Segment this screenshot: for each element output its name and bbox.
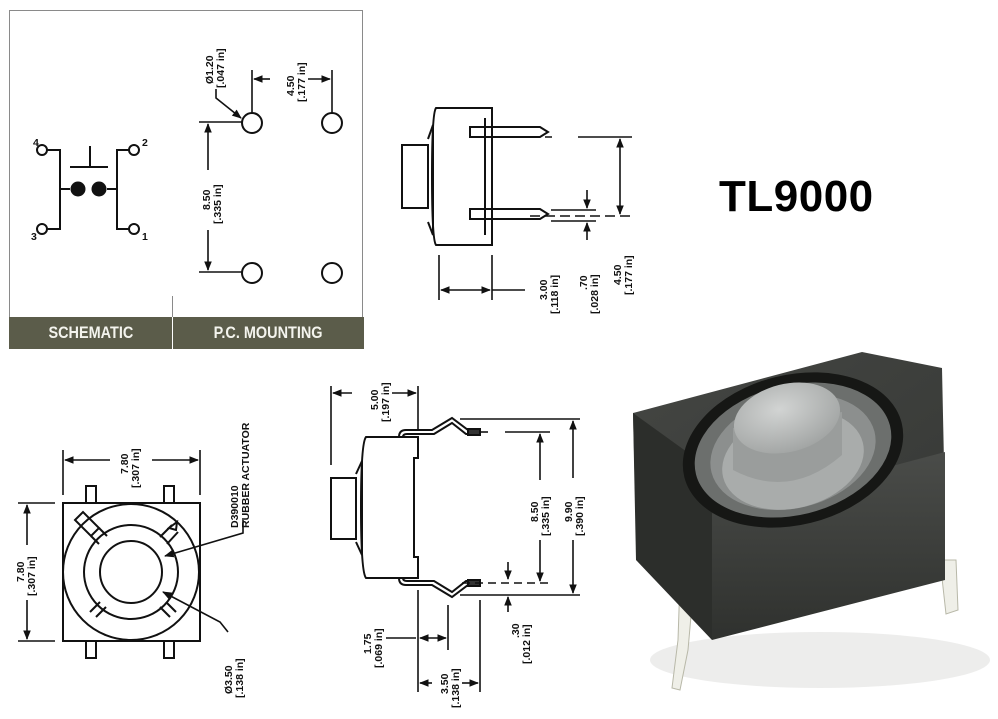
pin-thickness-in: [.028 in] xyxy=(589,274,601,314)
pin-4-number: 4 xyxy=(33,137,39,149)
hole-diameter-mm: Ø1.20 xyxy=(204,55,216,84)
pc-horizontal-spacing-in: [.177 in] xyxy=(296,62,308,102)
actuator-diameter-in: [.138 in] xyxy=(234,658,246,698)
actuator-part-number: D390010 xyxy=(229,485,241,528)
bottom-pin-spacing-in: [.335 in] xyxy=(540,496,552,536)
lead-offset-mm: 1.75 xyxy=(362,633,374,654)
top-view-dimensions xyxy=(18,450,244,642)
pin-spacing-top-mm: 4.50 xyxy=(612,264,624,285)
contact-dot-right xyxy=(91,181,107,197)
top-height-mm: 7.80 xyxy=(15,561,27,582)
lead-thickness-in: [.012 in] xyxy=(521,624,533,664)
lead-length-mm: 3.50 xyxy=(439,673,451,694)
side-view-bottom-dimensions xyxy=(330,386,580,692)
pin-2-terminal xyxy=(128,144,140,156)
top-width-in: [.307 in] xyxy=(130,448,142,488)
overall-width-in: [.390 in] xyxy=(574,496,586,536)
pc-vertical-spacing-mm: 8.50 xyxy=(201,189,213,210)
pin-thickness-mm: .70 xyxy=(578,275,590,290)
bottom-height-mm: 5.00 xyxy=(369,389,381,410)
schematic-label: SCHEMATIC xyxy=(48,323,133,342)
lead-length-in: [.138 in] xyxy=(450,668,462,708)
pin-1-terminal xyxy=(128,223,140,235)
schematic-label-band: SCHEMATIC xyxy=(9,317,172,349)
pin-1-number: 1 xyxy=(142,231,148,243)
pc-mounting-label: P.C. MOUNTING xyxy=(214,323,323,342)
lead-offset-in: [.069 in] xyxy=(373,628,385,668)
schematic-symbol xyxy=(36,144,140,235)
lead-thickness-mm: .30 xyxy=(510,623,522,638)
side-view-top-dimensions xyxy=(438,136,632,300)
hole-diameter-in: [.047 in] xyxy=(215,48,227,88)
schematic-mounting-panel xyxy=(9,10,363,317)
actuator-label: RUBBER ACTUATOR xyxy=(240,422,252,528)
product-photo xyxy=(633,352,990,691)
pin-3-terminal xyxy=(36,223,48,235)
body-depth-mm: 3.00 xyxy=(538,279,550,300)
pc-mounting-holes xyxy=(241,112,343,284)
side-view-bottom xyxy=(330,416,481,599)
side-view-top xyxy=(401,107,550,246)
pin-2-number: 2 xyxy=(142,137,148,149)
top-height-in: [.307 in] xyxy=(26,556,38,596)
panel-divider xyxy=(172,296,173,317)
product-title: TL9000 xyxy=(719,172,874,221)
contact-dot-left xyxy=(70,181,86,197)
overall-width-mm: 9.90 xyxy=(563,501,575,522)
pc-horizontal-spacing-mm: 4.50 xyxy=(285,75,297,96)
body-depth-in: [.118 in] xyxy=(549,275,561,314)
bottom-height-in: [.197 in] xyxy=(380,382,392,422)
actuator-diameter-mm: Ø3.50 xyxy=(223,665,235,694)
top-width-mm: 7.80 xyxy=(119,453,131,474)
pc-mounting-label-band: P.C. MOUNTING xyxy=(173,317,364,349)
top-view xyxy=(62,485,201,659)
pin-3-number: 3 xyxy=(31,231,37,243)
pc-vertical-spacing-in: [.335 in] xyxy=(212,184,224,224)
bottom-pin-spacing-mm: 8.50 xyxy=(529,501,541,522)
pc-mounting-dimensions xyxy=(199,70,333,273)
pin-spacing-top-in: [.177 in] xyxy=(623,255,635,295)
